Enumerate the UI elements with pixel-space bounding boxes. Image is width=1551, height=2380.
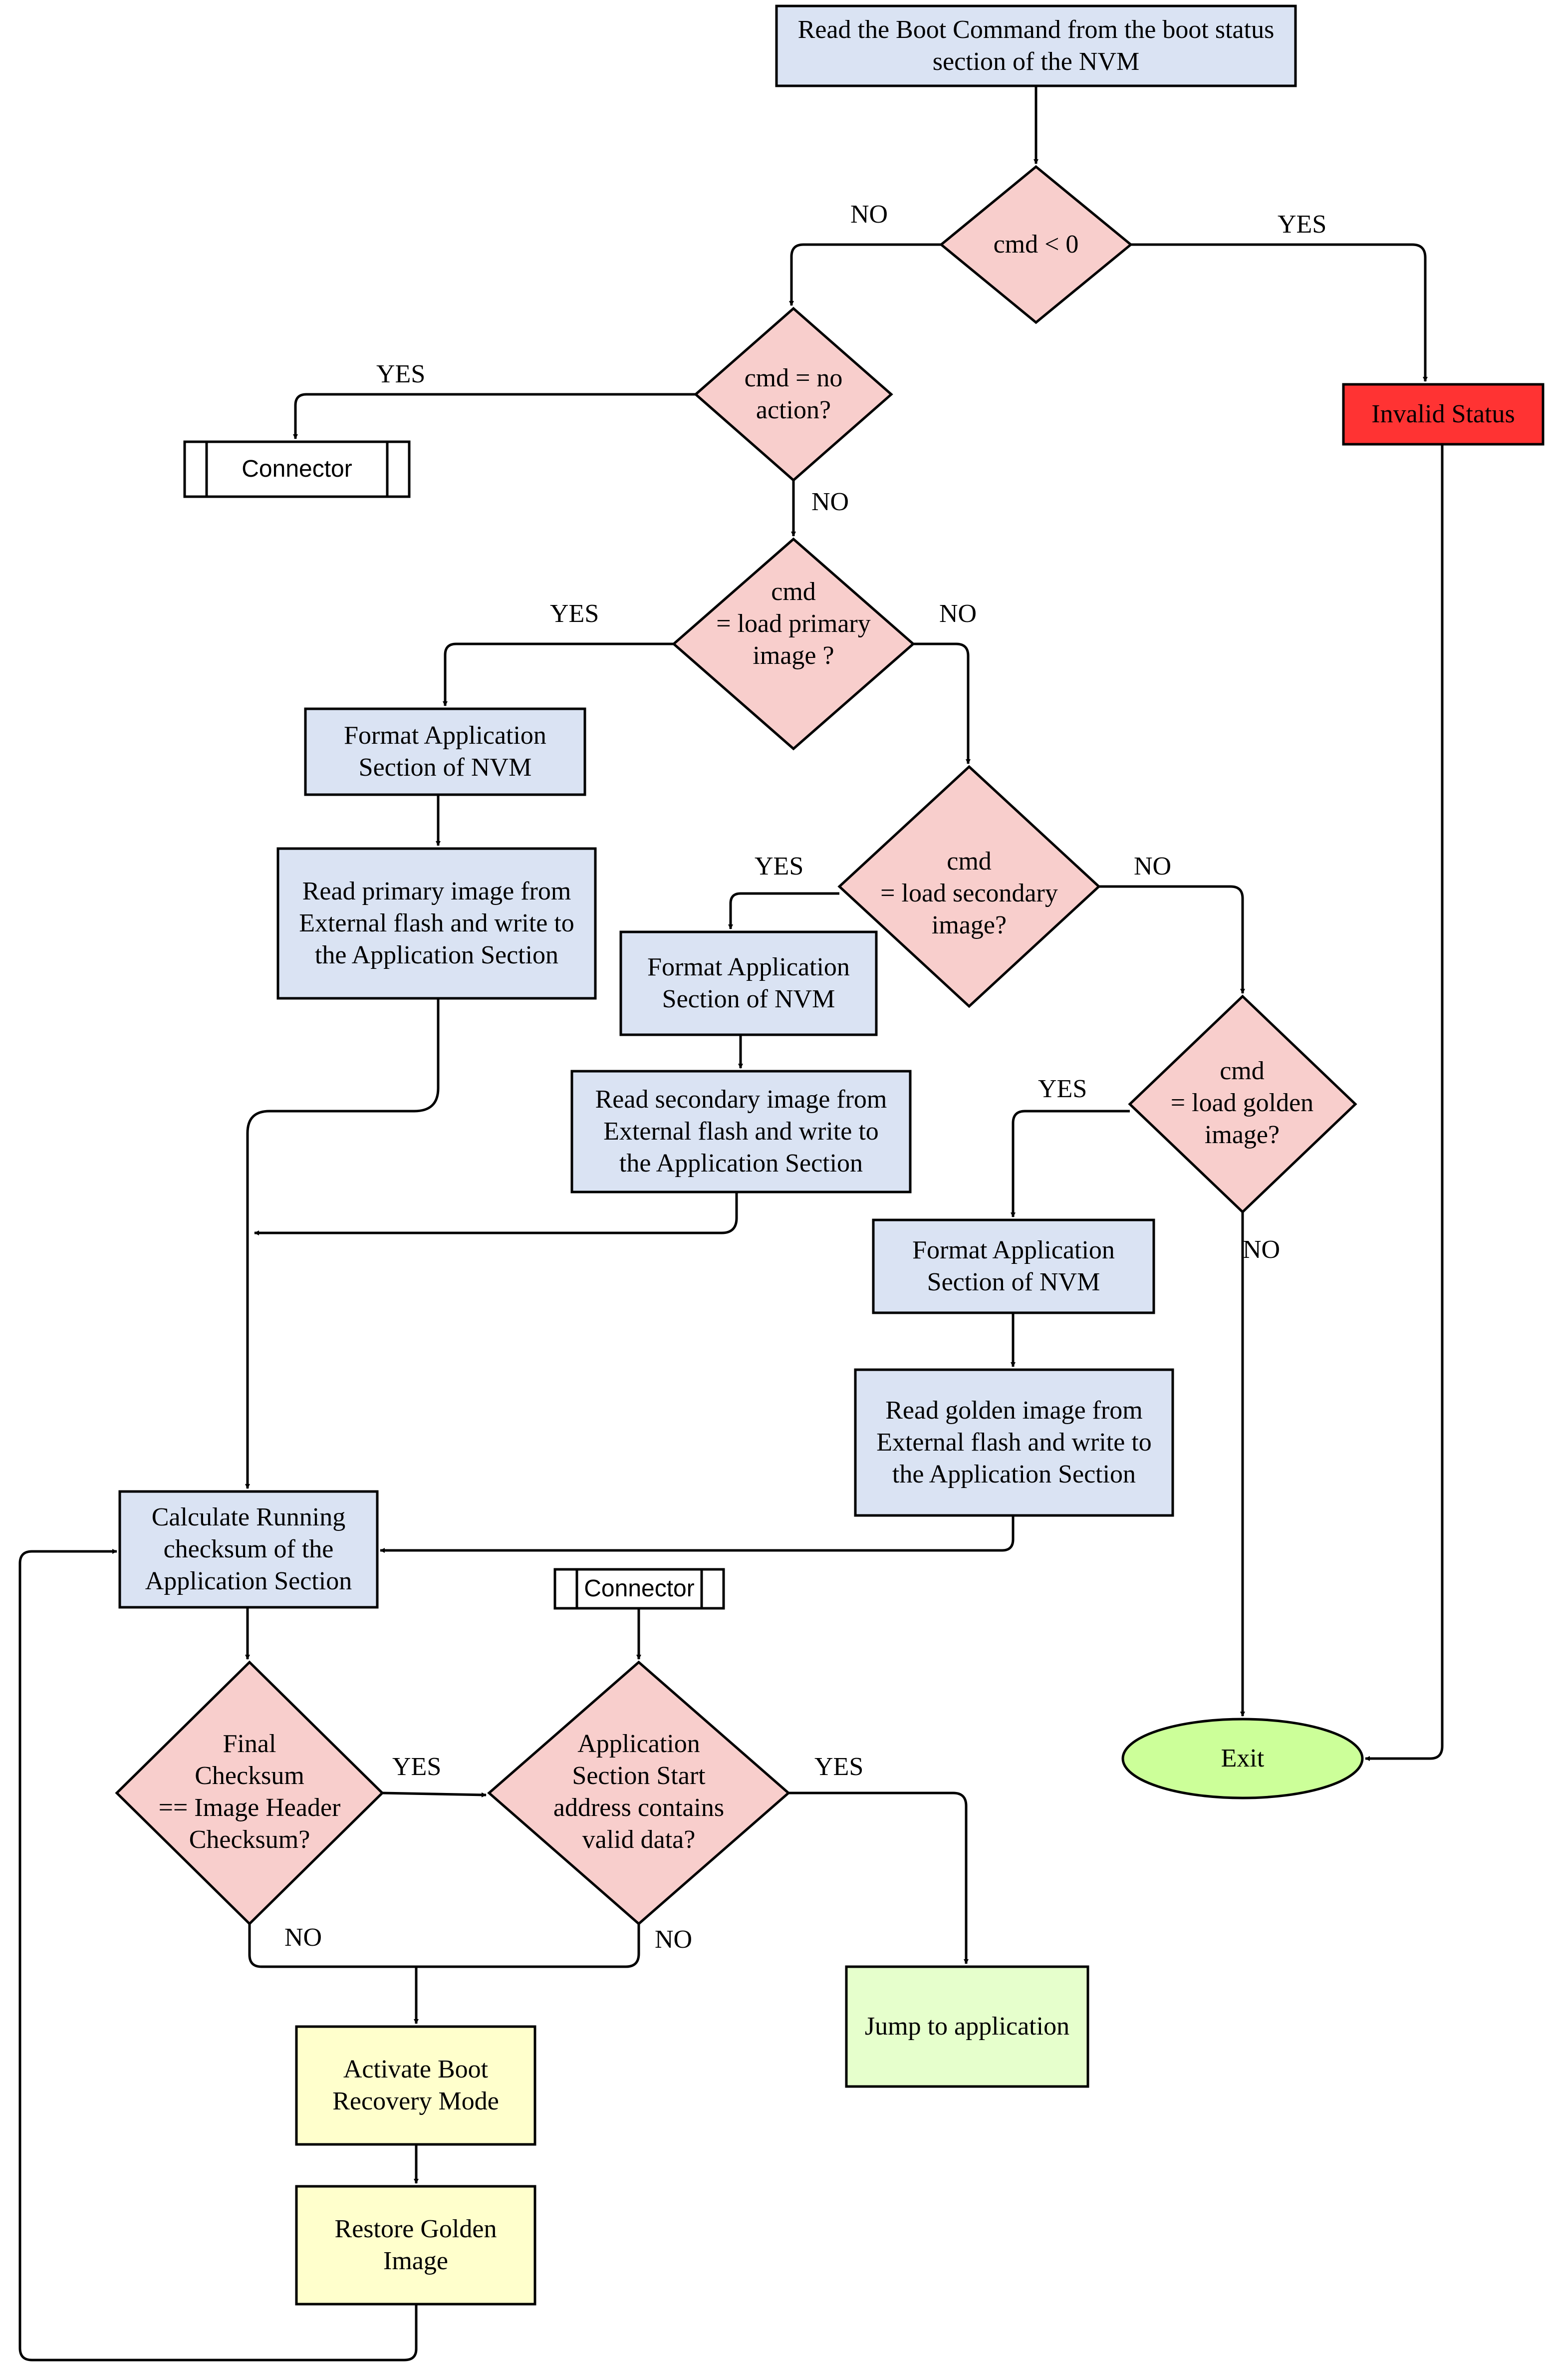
edge-read-golden-merge xyxy=(380,1515,1015,1553)
edge-golden-yes xyxy=(1011,1110,1130,1217)
exit-label: Exit xyxy=(1221,1744,1265,1773)
read-golden-label: Read golden image from External flash an… xyxy=(876,1396,1152,1488)
edge-label-valid-yes: YES xyxy=(814,1753,864,1781)
format-nvm-primary-label: Format Application Section of NVM xyxy=(344,721,546,782)
connector-top-box xyxy=(183,440,411,498)
cmd-less-than-zero-diamond xyxy=(939,165,1133,324)
edge-label-primary-yes: YES xyxy=(550,599,599,628)
edge-label-secondary-yes: YES xyxy=(755,852,804,881)
read-boot-command-label: Read the Boot Command from the boot stat… xyxy=(797,15,1275,76)
edge-label-cmd-lt0-no: NO xyxy=(850,200,888,229)
valid-data-diamond xyxy=(487,1660,790,1926)
cmd-no-action-label: cmd = no action? xyxy=(744,364,843,424)
format-nvm-secondary-box xyxy=(619,930,878,1036)
edge-invalid-to-exit xyxy=(1365,444,1444,1761)
checksum-match-label: Final Checksum == Image Header Checksum? xyxy=(158,1730,341,1854)
format-nvm-primary-box xyxy=(304,707,586,796)
edge-no-merge xyxy=(248,1924,640,1968)
edge-label-no-action-yes: YES xyxy=(376,360,426,388)
cmd-load-golden-diamond xyxy=(1128,994,1357,1214)
read-primary-box xyxy=(276,847,597,1000)
edge-secondary-no xyxy=(1099,885,1245,994)
edge-primary-no xyxy=(913,642,971,764)
edge-label-cmd-lt0-yes: YES xyxy=(1278,210,1327,239)
format-nvm-secondary-label: Format Application Section of NVM xyxy=(647,953,850,1013)
cmd-load-secondary-diamond xyxy=(837,765,1101,1008)
invalid-status-box xyxy=(1342,383,1545,446)
restore-golden-label: Restore Golden Image xyxy=(334,2215,497,2275)
edge-cmd-lt0-no xyxy=(789,243,941,306)
format-nvm-golden-label: Format Application Section of NVM xyxy=(912,1236,1115,1296)
edge-label-valid-no: NO xyxy=(655,1925,693,1954)
read-golden-box xyxy=(854,1368,1174,1517)
invalid-status-label: Invalid Status xyxy=(1371,400,1515,428)
edge-secondary-yes xyxy=(728,892,839,929)
read-secondary-label: Read secondary image from External flash… xyxy=(595,1085,887,1178)
cmd-no-action-diamond xyxy=(694,306,893,482)
restore-golden-box xyxy=(295,2185,536,2306)
cmd-load-golden-label: cmd = load golden image? xyxy=(1170,1057,1314,1149)
cmd-load-secondary-label: cmd = load secondary image? xyxy=(880,847,1058,939)
edge-valid-yes xyxy=(788,1791,969,1964)
edge-label-checksum-no: NO xyxy=(284,1923,322,1952)
cmd-load-primary-diamond xyxy=(672,537,915,751)
jump-to-application-box xyxy=(845,1965,1089,2088)
checksum-match-diamond xyxy=(115,1660,384,1926)
activate-recovery-label: Activate Boot Recovery Mode xyxy=(332,2055,499,2115)
edge-label-primary-no: NO xyxy=(939,599,977,628)
jump-to-application-label: Jump to application xyxy=(864,2012,1070,2041)
cmd-load-primary-label: cmd = load primary image ? xyxy=(716,578,871,670)
connector-bottom-label: Connector xyxy=(584,1575,695,1602)
format-nvm-golden-box xyxy=(872,1218,1155,1314)
edge-label-checksum-yes: YES xyxy=(392,1753,442,1781)
valid-data-label: Application Section Start address contai… xyxy=(553,1730,725,1854)
edge-read-secondary-merge xyxy=(254,1192,738,1235)
edge-read-primary-down xyxy=(245,998,440,1489)
edge-label-secondary-no: NO xyxy=(1134,852,1172,881)
read-boot-command-box xyxy=(775,4,1297,87)
calc-checksum-label: Calculate Running checksum of the Applic… xyxy=(145,1503,352,1595)
edge-primary-yes xyxy=(443,642,674,706)
calc-checksum-box xyxy=(118,1490,379,1609)
edge-label-golden-yes: YES xyxy=(1038,1075,1087,1103)
edge-label-golden-no: NO xyxy=(1243,1235,1281,1264)
edge-label-no-action-no: NO xyxy=(811,488,849,516)
cmd-less-than-zero-label: cmd < 0 xyxy=(993,230,1079,259)
edge-checksum-yes xyxy=(382,1791,487,1797)
activate-recovery-box xyxy=(295,2025,536,2146)
connector-bottom-box xyxy=(553,1568,725,1610)
connector-top-label: Connector xyxy=(242,456,352,482)
edge-no-action-yes xyxy=(293,393,696,439)
read-primary-label: Read primary image from External flash a… xyxy=(299,877,574,969)
edge-restore-loop xyxy=(18,1549,418,2362)
edge-cmd-lt0-yes xyxy=(1131,243,1428,382)
read-secondary-box xyxy=(570,1070,912,1193)
exit-ellipse xyxy=(1121,1718,1364,1799)
